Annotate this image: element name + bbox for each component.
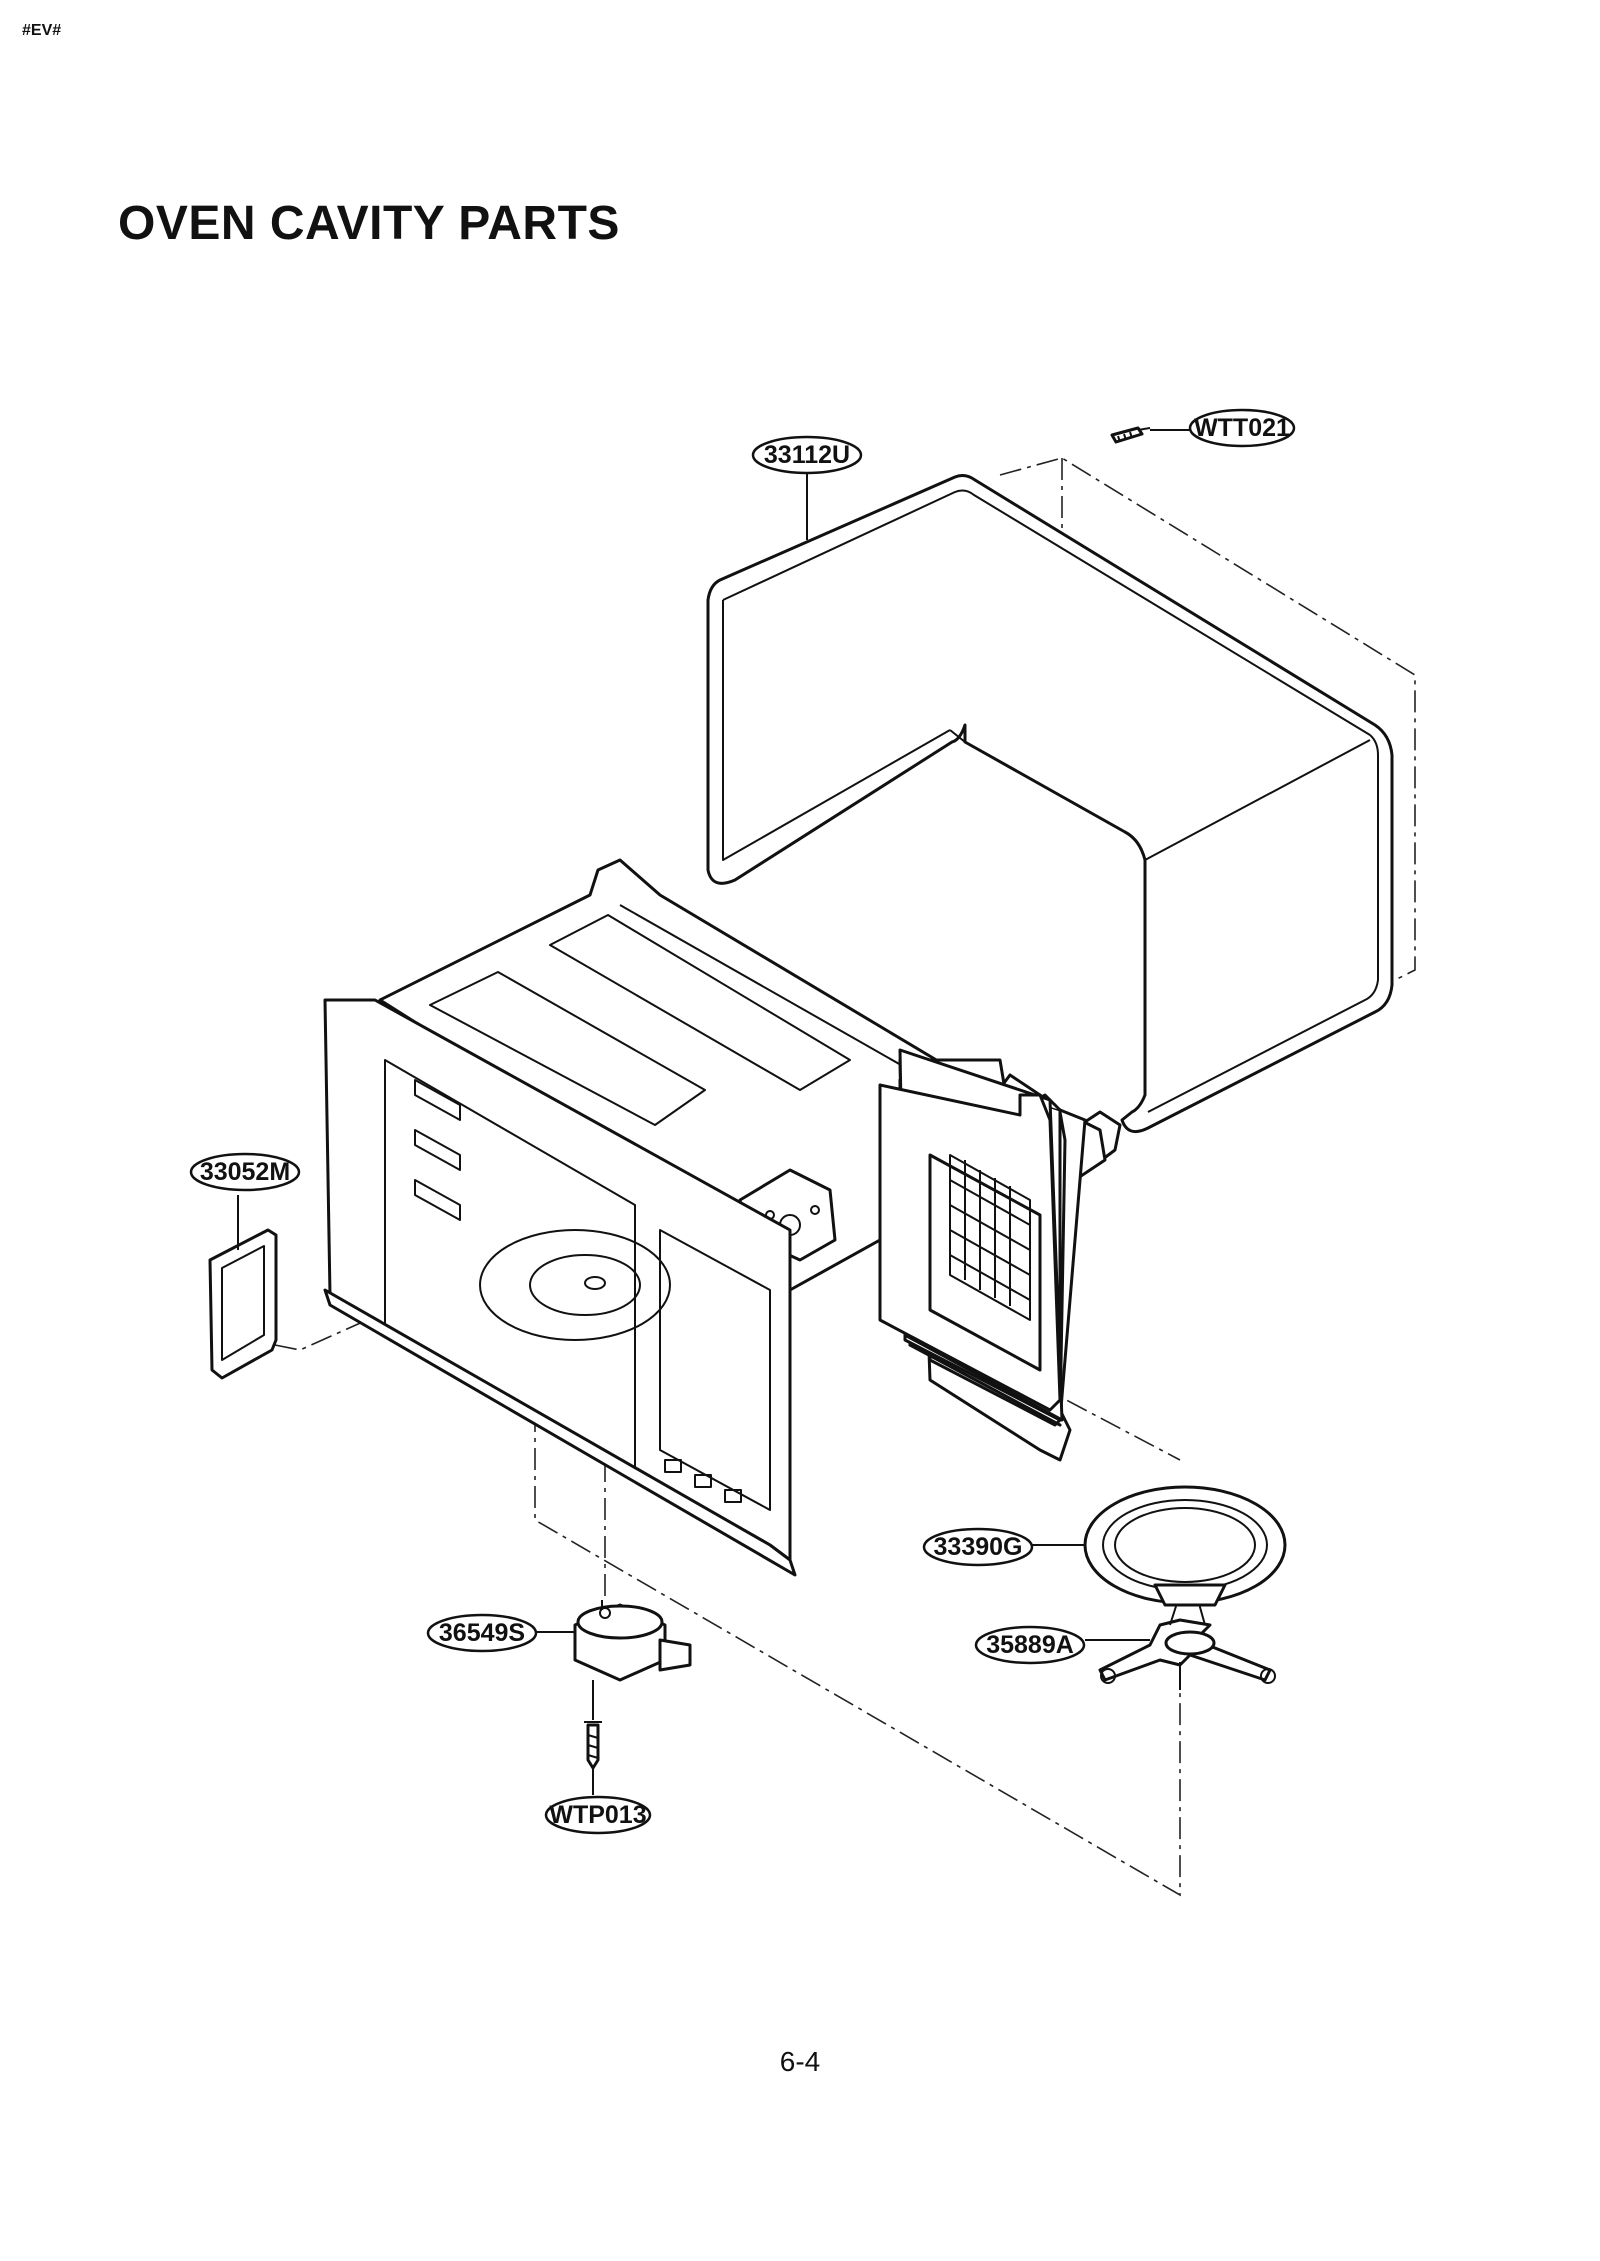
turntable-motor-part xyxy=(573,1600,692,1682)
svg-text:36549S: 36549S xyxy=(439,1619,525,1647)
svg-text:WTP013: WTP013 xyxy=(549,1801,646,1829)
part-label-WTP013: WTP013 xyxy=(544,1795,652,1835)
oven-cavity-assembly xyxy=(323,858,1122,1577)
leader-lines xyxy=(237,429,1190,1795)
roller-ring-part xyxy=(1098,1583,1276,1684)
part-label-33052M: 33052M xyxy=(189,1152,301,1192)
page-number: 6-4 xyxy=(779,2046,821,2077)
waveguide-cover-part xyxy=(208,1228,278,1380)
cabinet-screw-part xyxy=(1110,426,1151,444)
svg-text:35889A: 35889A xyxy=(986,1631,1074,1659)
part-label-35889A: 35889A xyxy=(974,1625,1086,1665)
svg-text:33390G: 33390G xyxy=(934,1533,1023,1561)
svg-text:33112U: 33112U xyxy=(764,441,850,469)
part-label-33112U: 33112U xyxy=(751,435,863,475)
document-mark: #EV# xyxy=(22,22,62,39)
svg-text:WTT021: WTT021 xyxy=(1194,414,1290,442)
part-label-36549S: 36549S xyxy=(426,1613,538,1653)
page-title: OVEN CAVITY PARTS xyxy=(118,197,620,250)
svg-text:33052M: 33052M xyxy=(200,1158,290,1186)
motor-screw-part xyxy=(584,1721,602,1770)
outer-cabinet-part xyxy=(706,474,1394,1134)
glass-tray-part xyxy=(1083,1485,1287,1605)
part-label-WTT021: WTT021 xyxy=(1188,408,1296,448)
part-label-33390G: 33390G xyxy=(922,1527,1034,1567)
